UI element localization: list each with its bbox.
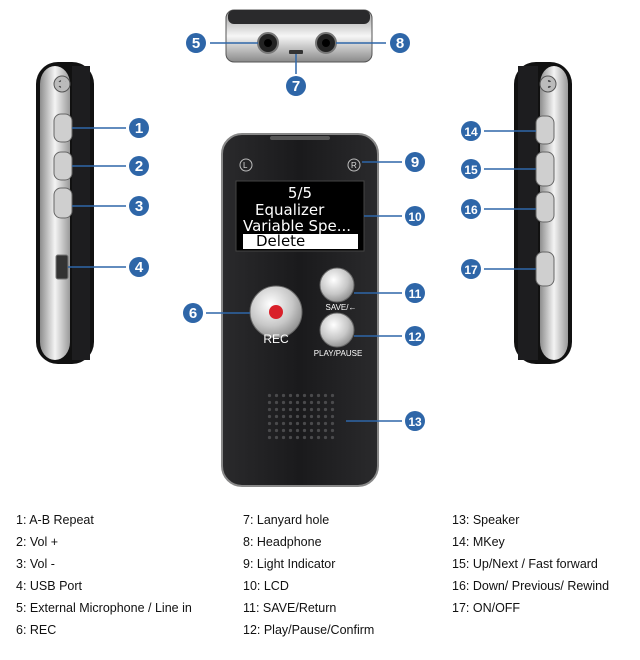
- ab-repeat-button: [53, 113, 73, 143]
- legend-item: 6: REC: [16, 623, 57, 637]
- callout-3: 3: [129, 196, 149, 216]
- left-side-view: [36, 62, 94, 364]
- top-black-strip: [228, 10, 370, 24]
- svg-text:8: 8: [396, 35, 404, 52]
- svg-text:17: 17: [464, 263, 478, 277]
- legend-item: 15: Up/Next / Fast forward: [452, 557, 598, 571]
- svg-text:9: 9: [411, 154, 419, 171]
- svg-text:16: 16: [464, 203, 478, 217]
- legend-item: 9: Light Indicator: [243, 557, 336, 571]
- callout-9: 9: [405, 152, 425, 172]
- indicator-right: R: [351, 161, 357, 170]
- play-pause-button: [319, 312, 355, 348]
- rec-label: REC: [263, 332, 289, 346]
- svg-text:5: 5: [192, 35, 200, 52]
- callout-15: 15: [461, 159, 481, 179]
- callout-8: 8: [390, 33, 410, 53]
- legend-column-3: 13: Speaker 14: MKey 15: Up/Next / Fast …: [452, 509, 609, 619]
- lcd-line-3: Variable Spe...: [243, 217, 351, 235]
- callout-1: 1: [129, 118, 149, 138]
- legend-item: 7: Lanyard hole: [243, 513, 330, 527]
- front-view: L R 5/5 Equalizer Variable Spe... Delete…: [221, 133, 379, 487]
- recorder-diagram: L R 5/5 Equalizer Variable Spe... Delete…: [36, 9, 572, 487]
- right-side-view: [514, 62, 572, 364]
- svg-text:10: 10: [408, 210, 422, 224]
- mkey-button: [535, 115, 555, 145]
- lcd-line-2: Equalizer: [255, 201, 325, 219]
- svg-text:1: 1: [135, 120, 143, 137]
- lcd-selection: [243, 234, 358, 249]
- legend-item: 16: Down/ Previous/ Rewind: [452, 579, 610, 593]
- usb-port: [55, 254, 69, 280]
- callouts: 1 2 3 4 5 6 7 8 9 10 11 12 13 14 15 16 1…: [129, 33, 481, 431]
- svg-text:7: 7: [292, 78, 300, 95]
- legend-item: 17: ON/OFF: [452, 601, 521, 615]
- legend-item: 12: Play/Pause/Confirm: [243, 623, 375, 637]
- callout-16: 16: [461, 199, 481, 219]
- callout-13: 13: [405, 411, 425, 431]
- legend-item: 1: A-B Repeat: [16, 513, 94, 527]
- callout-6: 6: [183, 303, 203, 323]
- speaker-grill: [265, 393, 335, 442]
- down-prev-button: [535, 191, 555, 223]
- legend-item: 10: LCD: [243, 579, 289, 593]
- svg-text:13: 13: [408, 415, 422, 429]
- on-off-switch: [535, 251, 555, 287]
- callout-2: 2: [129, 156, 149, 176]
- svg-text:12: 12: [408, 330, 422, 344]
- legend-column-1: 1: A-B Repeat 2: Vol + 3: Vol - 4: USB P…: [16, 509, 192, 641]
- svg-text:15: 15: [464, 163, 478, 177]
- callout-12: 12: [405, 326, 425, 346]
- up-next-button: [535, 151, 555, 187]
- lcd-line-1: 5/5: [288, 184, 312, 202]
- legend-item: 8: Headphone: [243, 535, 322, 549]
- save-label: SAVE/←: [326, 303, 357, 312]
- legend-column-2: 7: Lanyard hole 8: Headphone 9: Light In…: [243, 509, 374, 641]
- callout-10: 10: [405, 206, 425, 226]
- legend-item: 4: USB Port: [16, 579, 82, 593]
- svg-text:4: 4: [135, 259, 144, 276]
- legend-item: 2: Vol +: [16, 535, 59, 549]
- rec-dot: [269, 305, 283, 319]
- callout-17: 17: [461, 259, 481, 279]
- play-label: PLAY/PAUSE: [314, 349, 363, 358]
- svg-text:11: 11: [409, 287, 422, 301]
- vol-up-button: [53, 151, 73, 181]
- leader-lines: [68, 42, 536, 422]
- vol-down-button: [53, 187, 73, 219]
- legend-item: 5: External Microphone / Line in: [16, 601, 192, 615]
- callout-14: 14: [461, 121, 481, 141]
- callout-4: 4: [129, 257, 149, 277]
- callout-5: 5: [186, 33, 206, 53]
- svg-text:3: 3: [135, 198, 143, 215]
- save-button: [319, 267, 355, 303]
- indicator-left: L: [243, 161, 248, 170]
- callout-7: 7: [286, 76, 306, 96]
- svg-text:2: 2: [135, 158, 143, 175]
- lanyard-hole: [289, 50, 303, 54]
- legend-item: 14: MKey: [452, 535, 505, 549]
- callout-11: 11: [405, 283, 425, 303]
- legend-item: 3: Vol -: [16, 557, 55, 571]
- legend-item: 11: SAVE/Return: [243, 601, 337, 615]
- top-view: [225, 9, 373, 63]
- legend-item: 13: Speaker: [452, 513, 520, 527]
- svg-text:14: 14: [464, 125, 478, 139]
- lcd-line-4: Delete: [256, 232, 305, 250]
- svg-text:6: 6: [189, 305, 197, 322]
